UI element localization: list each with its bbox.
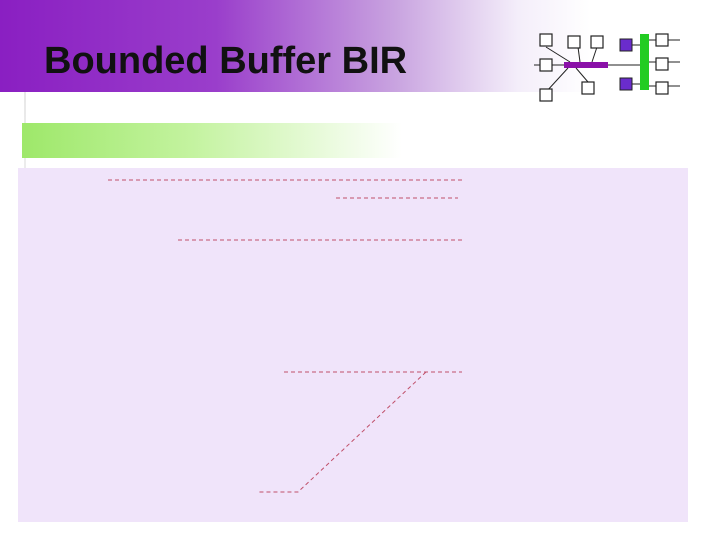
slide-title: Bounded Buffer BIR — [44, 40, 408, 82]
content-panel — [18, 168, 688, 522]
network-diagram-icon — [534, 33, 680, 102]
accent-bar — [22, 123, 402, 158]
